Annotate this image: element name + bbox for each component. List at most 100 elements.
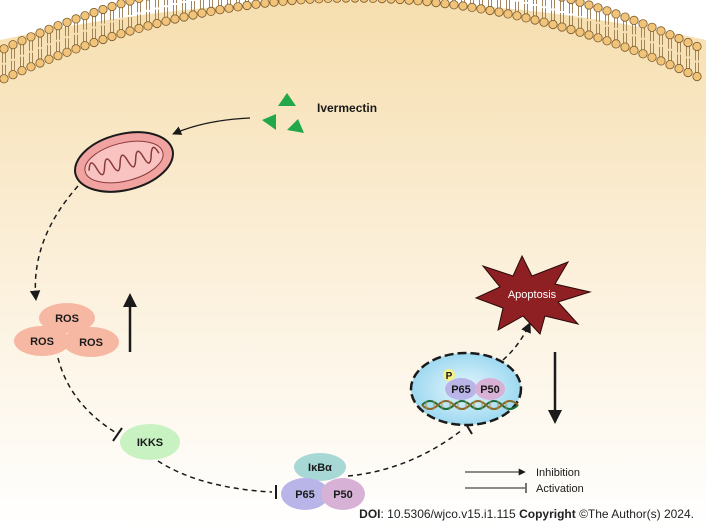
nuclear-p50-label: P50 bbox=[480, 384, 500, 396]
ros-cluster: ROS ROS ROS bbox=[14, 303, 119, 357]
lipid-head bbox=[224, 3, 234, 13]
lipid-head bbox=[332, 0, 342, 3]
lipid-head bbox=[44, 24, 54, 34]
ros-label-right: ROS bbox=[79, 337, 103, 349]
ros-label-left: ROS bbox=[30, 336, 54, 348]
lipid-head bbox=[647, 52, 657, 62]
lipid-head bbox=[566, 0, 576, 5]
lipid-head bbox=[548, 19, 558, 30]
lipid-head bbox=[620, 12, 630, 22]
lipid-head bbox=[558, 0, 566, 2]
nucleus: P65 P50 P bbox=[409, 351, 523, 427]
lipid-head bbox=[593, 33, 603, 43]
lipid-head bbox=[359, 0, 369, 3]
lipid-head bbox=[683, 67, 693, 78]
lipid-head bbox=[80, 11, 90, 21]
lipid-head bbox=[278, 0, 288, 6]
lipid-head bbox=[476, 4, 486, 14]
lipid-head bbox=[566, 24, 576, 35]
dna-helix-icon bbox=[421, 400, 519, 410]
lipid-head bbox=[593, 3, 603, 13]
lipid-head bbox=[116, 0, 126, 9]
nuclear-p65-label: P65 bbox=[451, 384, 471, 396]
lipid-head bbox=[8, 70, 18, 80]
lipid-head bbox=[242, 0, 252, 11]
lipid-head bbox=[584, 0, 594, 10]
phospho-label: P bbox=[446, 371, 453, 382]
lipid-head bbox=[62, 17, 72, 27]
lipid-head bbox=[620, 42, 630, 52]
lipid-head bbox=[584, 30, 594, 40]
lipid-head bbox=[206, 6, 216, 16]
lipid-head bbox=[188, 10, 198, 20]
complex-to-nucleus-inhibition bbox=[347, 429, 463, 477]
lipid-head bbox=[665, 30, 675, 40]
lipid-head bbox=[296, 0, 306, 5]
lipid-head bbox=[485, 5, 495, 16]
lipid-head bbox=[89, 7, 99, 18]
lipid-head bbox=[692, 71, 702, 82]
drug-to-mitochondria-arrow bbox=[172, 117, 251, 135]
lipid-head bbox=[107, 1, 117, 12]
legend: Inhibition Activation bbox=[465, 467, 584, 495]
lipid-head bbox=[26, 32, 36, 42]
lipid-head bbox=[512, 11, 522, 21]
lipid-head bbox=[494, 7, 504, 17]
nuclear-p65-node bbox=[445, 378, 477, 400]
lipid-head bbox=[413, 0, 423, 6]
lipid-head bbox=[557, 22, 567, 32]
ivermectin-label: Ivermectin bbox=[317, 101, 377, 115]
legend-inhibition-label: Inhibition bbox=[536, 467, 580, 479]
lipid-head bbox=[521, 13, 531, 23]
lipid-head bbox=[116, 29, 126, 39]
lipid-head bbox=[0, 74, 9, 84]
copyright-label: Copyright bbox=[519, 507, 576, 521]
lipid-head bbox=[431, 0, 441, 8]
lipid-head bbox=[44, 54, 54, 64]
lipid-head bbox=[260, 0, 270, 8]
apoptosis-label: Apoptosis bbox=[508, 289, 557, 301]
lipid-head bbox=[305, 0, 315, 4]
lipid-head bbox=[125, 26, 135, 36]
copyright-value: ©The Author(s) 2024. bbox=[575, 507, 694, 521]
lipid-head bbox=[629, 45, 639, 56]
lipid-head bbox=[629, 15, 639, 26]
lipid-head bbox=[467, 2, 477, 12]
lipid-head bbox=[368, 0, 378, 3]
lipid-head bbox=[674, 63, 684, 74]
lipid-head bbox=[449, 0, 459, 10]
lipid-head bbox=[287, 0, 297, 6]
lipid-head bbox=[314, 0, 324, 4]
lipid-head bbox=[152, 18, 162, 29]
mitochondria-to-ros-arrow bbox=[29, 185, 79, 302]
lipid-head bbox=[638, 49, 648, 59]
lipid-head bbox=[647, 22, 657, 32]
doi-label: DOI bbox=[359, 507, 381, 521]
lipid-head bbox=[602, 6, 612, 16]
lipid-head bbox=[35, 28, 45, 38]
nfkb-ikba-complex: IκBα P65 P50 bbox=[281, 453, 365, 510]
p65-label: P65 bbox=[295, 489, 315, 501]
lipid-head bbox=[395, 0, 405, 5]
lipid-head bbox=[215, 5, 225, 15]
lipid-head bbox=[269, 0, 279, 7]
lipid-head bbox=[80, 41, 90, 51]
lipid-head bbox=[503, 9, 513, 19]
lipid-head bbox=[575, 0, 585, 7]
lipid-head bbox=[674, 33, 684, 44]
lipid-head bbox=[692, 41, 702, 52]
lipid-head bbox=[170, 14, 180, 24]
lipid-head bbox=[656, 26, 666, 36]
cell-membrane bbox=[0, 0, 702, 84]
lipid-head bbox=[62, 47, 72, 57]
lipid-head bbox=[71, 44, 81, 54]
figure-footer: DOI: 10.5306/wjco.v15.i1.115 Copyright ©… bbox=[0, 507, 694, 521]
lipid-head bbox=[683, 37, 693, 48]
nucleus-to-apoptosis-arrow bbox=[502, 322, 531, 361]
lipid-head bbox=[350, 0, 360, 3]
lipid-head bbox=[125, 0, 135, 6]
legend-activation-label: Activation bbox=[536, 483, 584, 495]
